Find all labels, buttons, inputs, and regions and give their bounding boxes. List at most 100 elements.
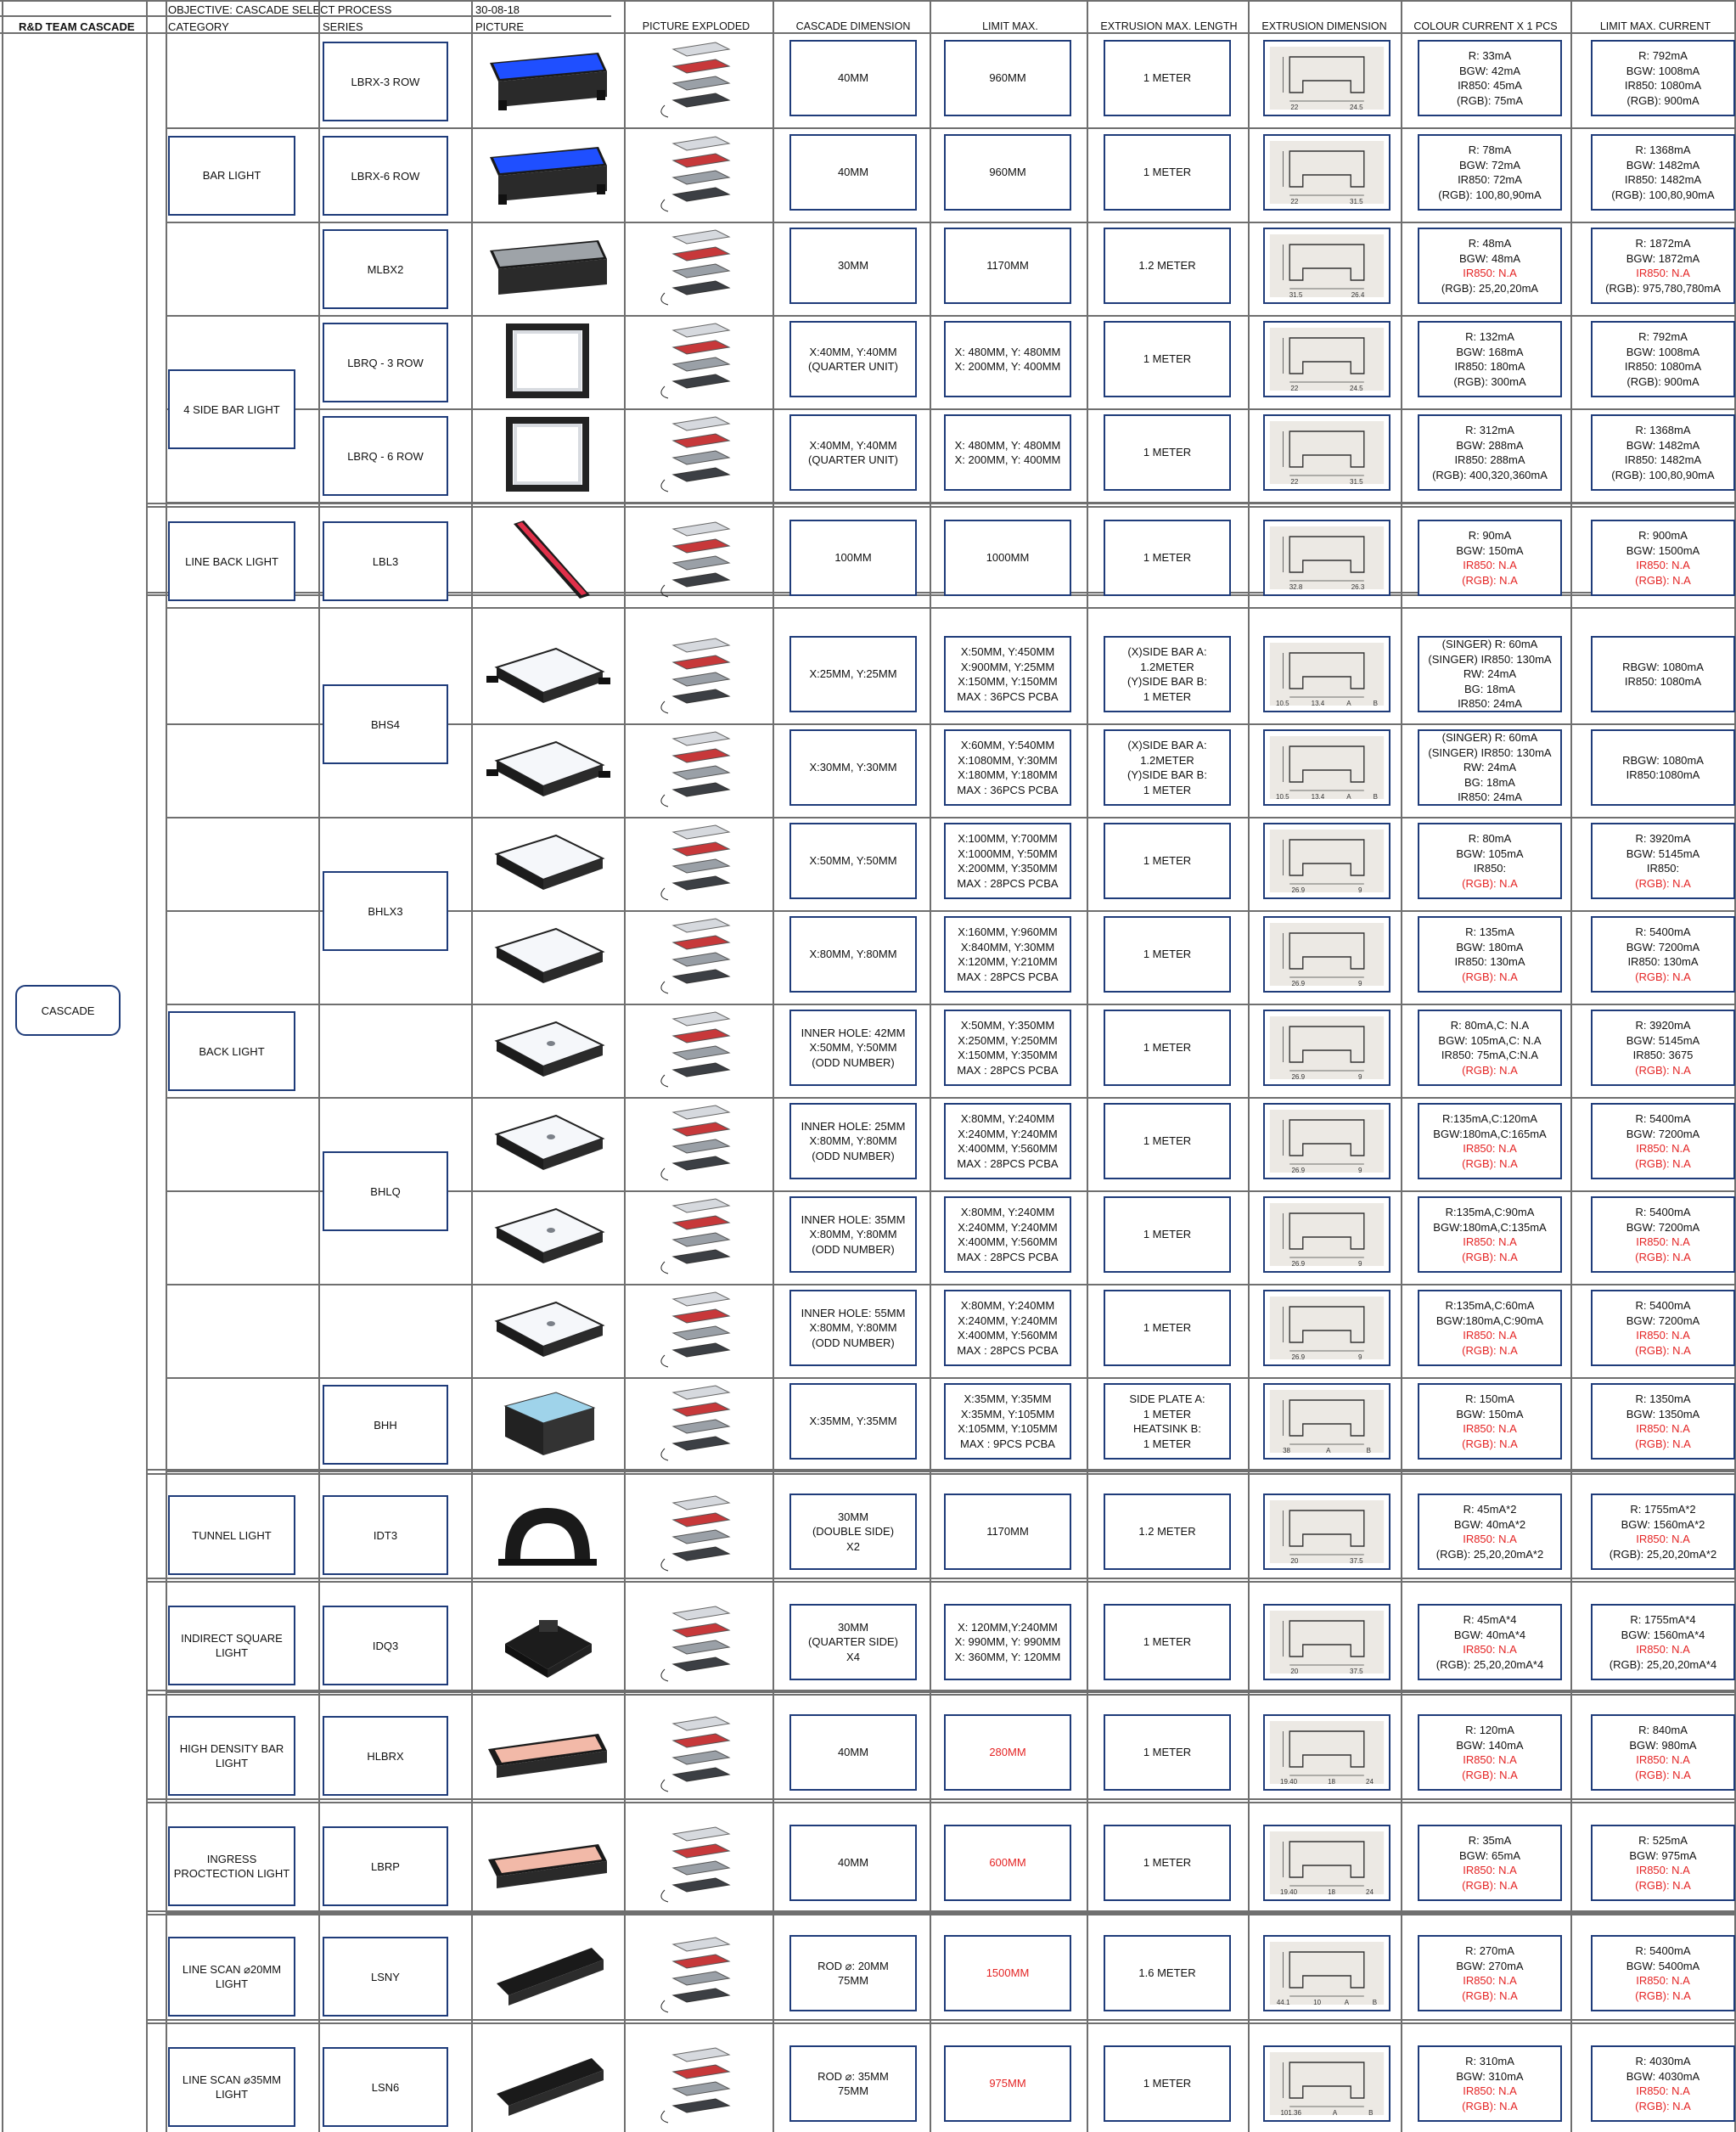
extrusion-dimension-label: 26.9 [1291, 886, 1306, 894]
limit-max-current-line: IR850: N.A [1636, 2084, 1690, 2097]
colour-current-line: R: 132mA [1465, 330, 1514, 343]
limit-max-line: 1170MM [986, 259, 1029, 273]
extrusion-dimension-label: A [1332, 2109, 1338, 2117]
limit-max-current-line: (RGB): N.A [1635, 1989, 1691, 2002]
colour-current-line: IR850: 24mA [1458, 697, 1522, 711]
product-picture [480, 1492, 615, 1575]
extrusion-length-line: 1 METER [1143, 1228, 1192, 1241]
extrusion-dimension-label: 13.4 [1311, 700, 1325, 707]
limit-max-line: X:180MM, Y:180MM [958, 768, 1058, 781]
series-9: BHH [323, 1385, 448, 1465]
extrusion-length-line: 1.2METER [1140, 753, 1194, 767]
cascade-dimension: 40MM [789, 1825, 917, 1901]
category-0: BAR LIGHT [168, 135, 295, 216]
extrusion-dimension-label: 18 [1328, 1888, 1335, 1896]
limit-max-line: 600MM [989, 1856, 1026, 1870]
limit-max-current-line: BGW: 1482mA [1626, 438, 1700, 452]
limit-max-line: X:250MM, Y:250MM [958, 1033, 1058, 1047]
grid-line-horizontal [166, 1691, 1736, 1693]
extrusion-dimension-label: 13.4 [1311, 793, 1325, 801]
colour-current-line: (RGB): 25,20,20mA*4 [1435, 1657, 1544, 1671]
grid-line-vertical [1734, 0, 1736, 2132]
product-picture [480, 1602, 615, 1685]
extrusion-dimension-label: 9 [1358, 886, 1362, 894]
product-picture [480, 1823, 615, 1906]
limit-max-line: MAX : 36PCS PCBA [957, 783, 1059, 796]
product-picture [480, 413, 615, 496]
cascade-dimension: X:25MM, Y:25MM [789, 636, 917, 712]
colour-current-line: (SINGER) R: 60mA [1441, 731, 1538, 745]
series-6: BHS4 [323, 684, 448, 764]
series-8: BHLQ [323, 1151, 448, 1231]
limit-max-current-line: R: 1350mA [1635, 1392, 1691, 1405]
limit-max-line: X:400MM, Y:560MM [958, 1142, 1058, 1155]
extrusion-length: 1 METER [1104, 134, 1231, 211]
colour-current-line: BGW: 168mA [1456, 345, 1524, 358]
grid-line-vertical [1401, 0, 1402, 2132]
cascade-dimension-line: 40MM [837, 71, 869, 85]
cascade-dimension-line: (DOUBLE SIDE) [812, 1525, 895, 1539]
colour-current-line: (RGB): 300mA [1453, 374, 1526, 388]
category-4: TUNNEL LIGHT [168, 1495, 295, 1575]
grid-line-vertical [624, 0, 626, 2132]
colour-current-line: R: 90mA [1468, 529, 1512, 542]
extrusion-length: 1 METER [1104, 1010, 1231, 1086]
colour-current-line: BGW: 105mA [1456, 847, 1524, 860]
cascade-dimension: 30MM [789, 228, 917, 304]
limit-max-current-line: (RGB): N.A [1635, 1250, 1691, 1263]
limit-max-line: 1500MM [986, 1966, 1030, 1980]
series-14: LSNY [323, 1937, 448, 2017]
product-picture [480, 1713, 615, 1796]
colour-current-line: (RGB): N.A [1462, 1250, 1518, 1263]
grid-line-horizontal [146, 1910, 1736, 1912]
grid-line-horizontal [166, 1377, 1736, 1379]
limit-max-line: X:50MM, Y:350MM [960, 1019, 1055, 1032]
limit-max-current-line: IR850: N.A [1636, 1533, 1690, 1545]
grid-line-horizontal [0, 15, 611, 17]
extrusion-length: 1 METER [1104, 1196, 1231, 1273]
grid-line-horizontal [146, 1694, 1736, 1696]
cascade-dimension-line: ROD ⌀: 35MM [817, 2069, 889, 2083]
product-picture [480, 2044, 615, 2127]
colour-current-line: IR850: [1473, 862, 1507, 875]
extrusion-length: 1 METER [1104, 823, 1231, 899]
cascade-dimension-line: X:40MM, Y:40MM [809, 438, 897, 452]
product-picture [480, 226, 615, 309]
grid-line-horizontal [166, 408, 1736, 410]
limit-max-current-line: IR850: 1080mA [1624, 79, 1702, 92]
extrusion-length-line: HEATSINK B: [1133, 1422, 1201, 1435]
extrusion-dimension-label: A [1344, 1999, 1350, 2006]
extrusion-dimension-label: 18 [1328, 1778, 1335, 1786]
limit-max-current-line: IR850: N.A [1636, 267, 1690, 279]
colour-current-line: (RGB): N.A [1462, 1989, 1518, 2002]
objective-label: OBJECTIVE: CASCADE SELECT PROCESS [168, 3, 392, 16]
colour-current-line: BGW: 140mA [1456, 1738, 1524, 1752]
limit-max-current-line: BGW: 975mA [1629, 1848, 1697, 1862]
limit-max-line: X:840MM, Y:30MM [960, 940, 1055, 953]
product-picture [480, 1195, 615, 1278]
limit-max-line: 975MM [989, 2077, 1026, 2090]
extrusion-dimension-label: 10 [1313, 1999, 1322, 2006]
limit-max: 960MM [944, 40, 1071, 116]
limit-max-current-line: R: 1755mA*2 [1630, 1503, 1696, 1516]
colour-current-line: BGW: 72mA [1458, 158, 1520, 172]
limit-max-line: X:60MM, Y:540MM [960, 739, 1055, 751]
